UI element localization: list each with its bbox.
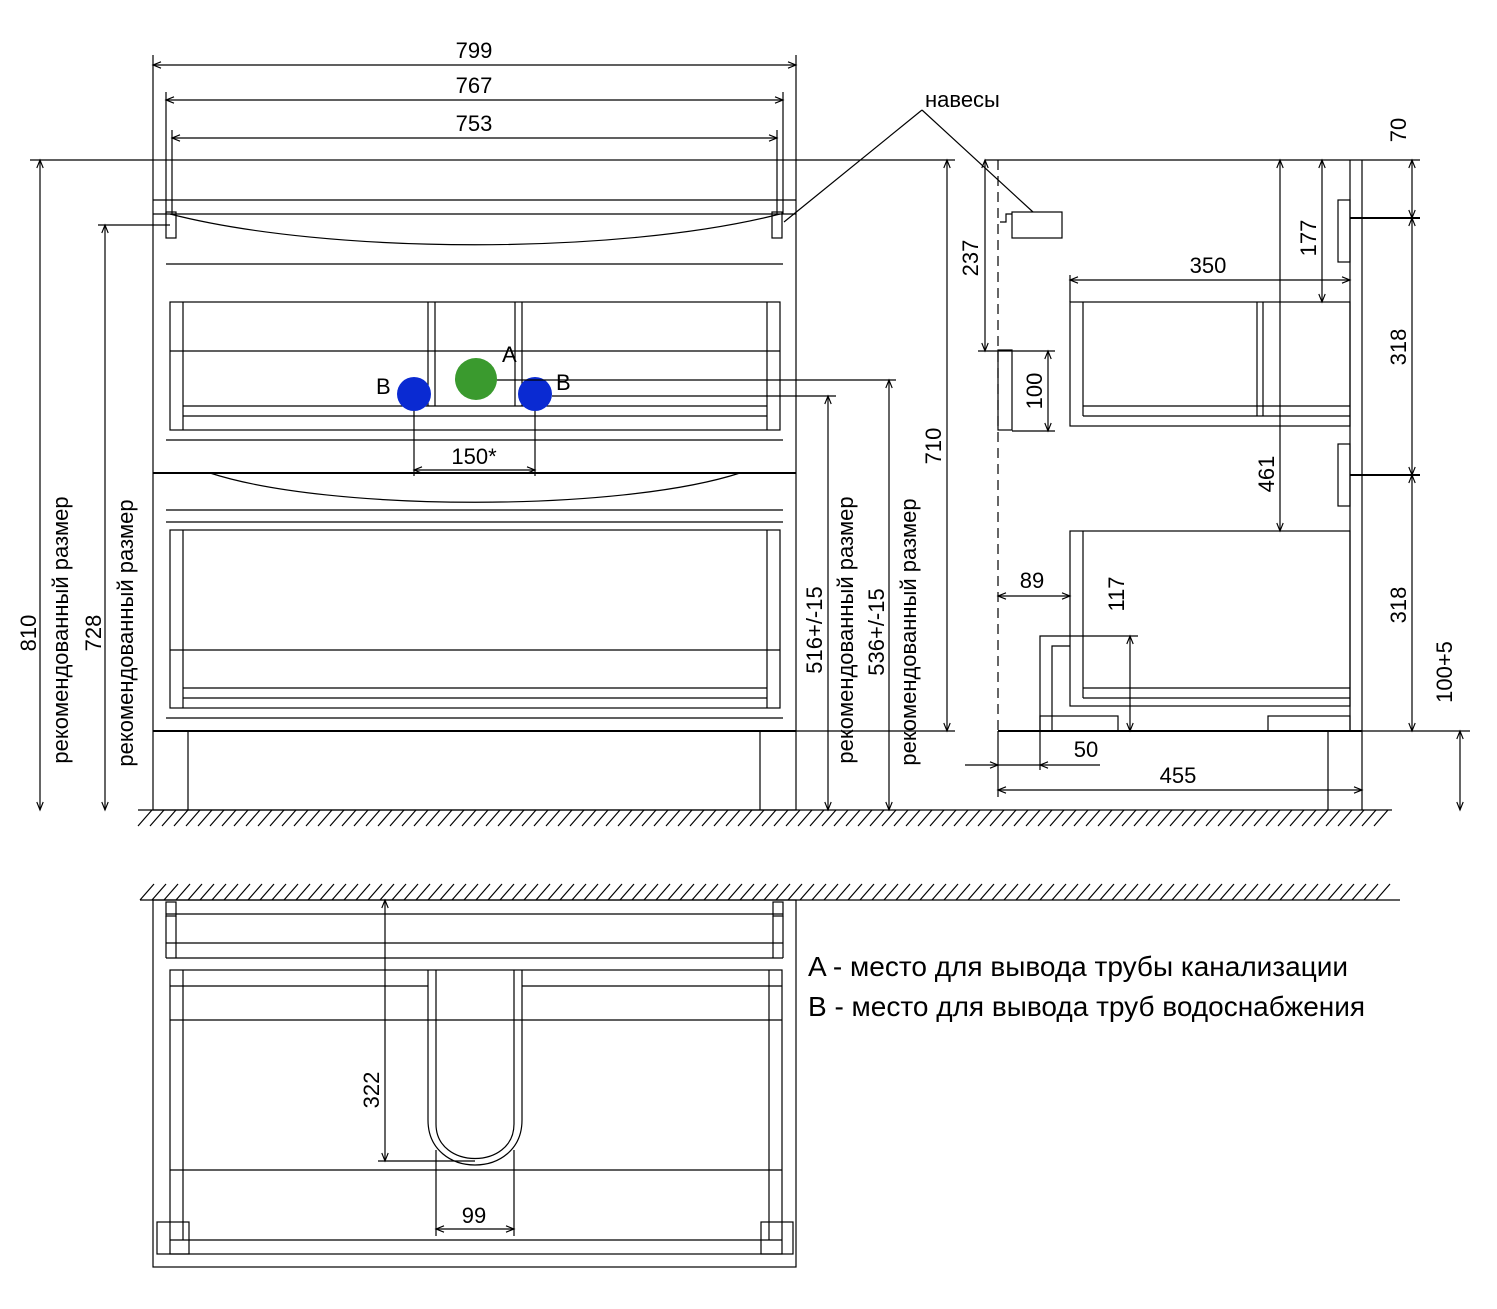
dim-100: 100	[1022, 373, 1047, 410]
recommended-label-810: рекомендованный размер	[48, 496, 73, 763]
dim-100-5: 100+5	[1432, 641, 1457, 703]
dim-350: 350	[1190, 253, 1227, 278]
dim-810: 810	[16, 615, 41, 652]
recommended-label-536: рекомендованный размер	[896, 498, 921, 765]
front-view: A B B 150* 799 767 753 810 рекомендованн…	[16, 38, 1034, 812]
label-a: A	[502, 342, 517, 367]
label-b-right: B	[556, 370, 571, 395]
dim-177: 177	[1296, 220, 1321, 257]
dim-799: 799	[456, 38, 493, 63]
drain-point-a	[455, 358, 497, 400]
upper-drawer	[169, 301, 781, 431]
water-point-b-left	[397, 377, 431, 411]
dim-70: 70	[1386, 118, 1411, 142]
top-view-outline	[152, 899, 797, 1268]
dim-117: 117	[1104, 576, 1129, 611]
dim-322: 322	[359, 1072, 384, 1109]
dim-318-lower: 318	[1386, 587, 1411, 624]
dim-710: 710	[921, 428, 946, 465]
side-view: 237 100 350 177 70 318 318 461 89 117	[958, 118, 1470, 812]
dim-753: 753	[456, 111, 493, 136]
top-view: 322 99	[139, 883, 1400, 1268]
legend: A - место для вывода трубы канализации B…	[808, 951, 1365, 1022]
recommended-label-516: рекомендованный размер	[833, 496, 858, 763]
label-b-left: B	[376, 374, 391, 399]
side-lower-drawer	[1069, 530, 1351, 707]
recommended-label-728: рекомендованный размер	[113, 499, 138, 766]
u-cutout	[427, 970, 523, 1166]
cabinet-outline	[152, 159, 797, 811]
dim-767: 767	[456, 73, 493, 98]
dim-50: 50	[1074, 737, 1098, 762]
dim-89: 89	[1020, 568, 1044, 593]
dim-516: 516+/-15	[802, 586, 827, 673]
basin-curve	[169, 213, 781, 246]
dim-237: 237	[958, 240, 983, 277]
side-upper-drawer	[1069, 301, 1351, 427]
water-point-b-right	[518, 377, 552, 411]
dim-461: 461	[1254, 456, 1279, 493]
dim-150: 150*	[451, 444, 497, 469]
dim-728: 728	[81, 615, 106, 652]
floor-hatch	[137, 809, 1392, 827]
dim-99: 99	[462, 1203, 486, 1228]
lower-drawer	[169, 529, 781, 709]
dim-318-upper: 318	[1386, 329, 1411, 366]
legend-b: B - место для вывода труб водоснабжения	[808, 991, 1365, 1022]
hinges-label: навесы	[925, 87, 1000, 112]
dim-455: 455	[1160, 763, 1197, 788]
dim-536: 536+/-15	[864, 588, 889, 675]
legend-a: A - место для вывода трубы канализации	[808, 951, 1348, 982]
